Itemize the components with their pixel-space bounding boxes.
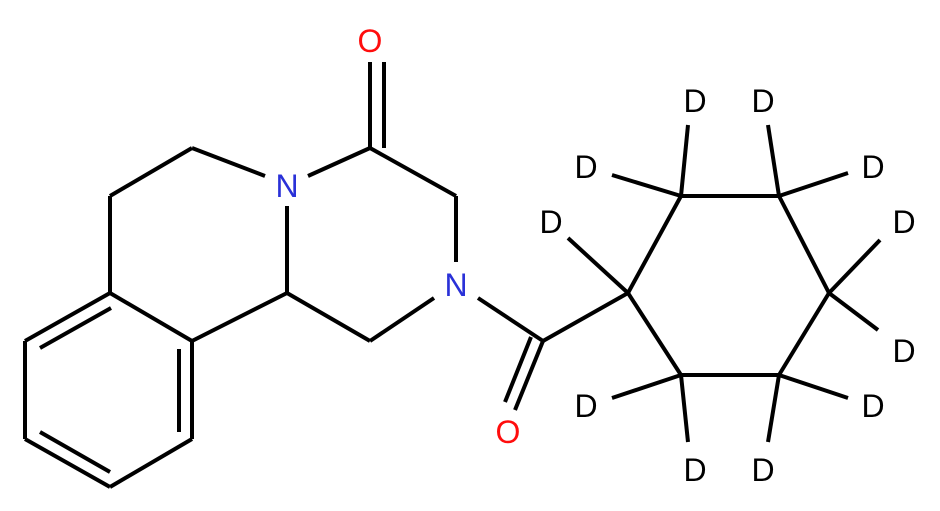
nitrogen-atom-label: N	[275, 168, 298, 204]
deuterium-atom-label: D	[539, 204, 562, 240]
bond	[542, 291, 629, 343]
bond	[766, 124, 781, 197]
bond	[307, 146, 371, 178]
bond	[827, 238, 882, 295]
nitrogen-atom-label: N	[444, 267, 467, 303]
atom-labels: O N N O D D D D D D D D D D D	[275, 23, 915, 488]
bond	[679, 124, 690, 197]
bond	[611, 373, 682, 400]
bond	[39, 430, 111, 474]
deuterium-atom-label: D	[751, 452, 774, 488]
bond	[827, 291, 880, 332]
bond	[513, 340, 545, 411]
bond	[679, 374, 690, 443]
bond	[191, 146, 266, 178]
bond	[108, 437, 194, 489]
bond	[476, 296, 545, 343]
bond	[626, 195, 683, 294]
bond	[777, 195, 831, 294]
bond	[626, 291, 683, 377]
bond	[778, 373, 849, 400]
bond	[108, 146, 194, 198]
deuterium-atom-label: D	[892, 204, 915, 240]
bond	[566, 236, 630, 295]
bond	[108, 291, 194, 343]
bond	[778, 171, 849, 198]
deuterium-atom-label: D	[861, 388, 884, 424]
bond	[24, 437, 111, 489]
bond	[777, 291, 831, 377]
bond	[503, 336, 533, 403]
oxygen-atom-label: O	[496, 414, 521, 450]
deuterium-atom-label: D	[892, 333, 915, 369]
deuterium-atom-label: D	[574, 149, 597, 185]
bond	[369, 146, 457, 198]
bond	[39, 306, 112, 350]
deuterium-atom-label: D	[751, 83, 774, 119]
oxygen-atom-label: O	[358, 23, 383, 59]
bond	[191, 291, 288, 343]
deuterium-atom-label: D	[574, 388, 597, 424]
bond	[24, 291, 111, 343]
bonds	[23, 62, 882, 489]
bond	[611, 173, 682, 198]
deuterium-atom-label: D	[683, 452, 706, 488]
bond	[368, 296, 436, 343]
bond	[766, 374, 781, 443]
bond	[285, 291, 372, 343]
deuterium-atom-label: D	[861, 149, 884, 185]
deuterium-atom-label: D	[683, 83, 706, 119]
